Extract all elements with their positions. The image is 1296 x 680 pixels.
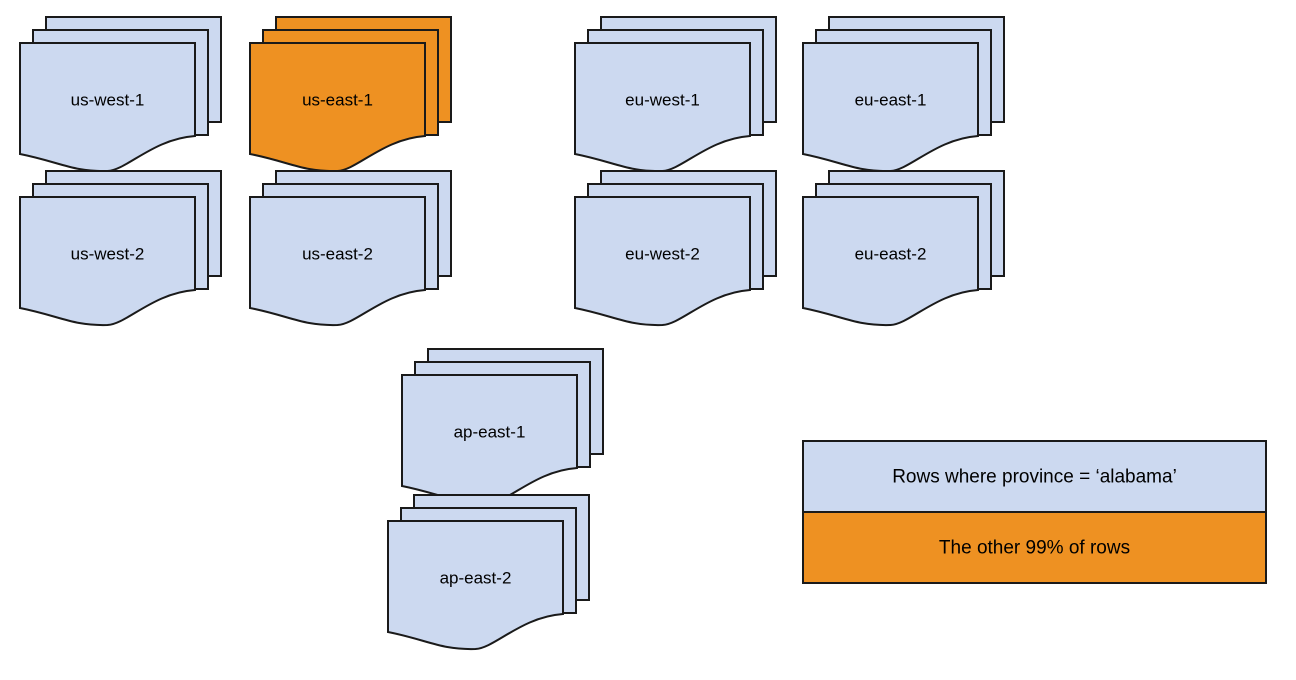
data-stack-eu-west-1[interactable]: eu-west-1 xyxy=(574,16,777,173)
stack-front-sheet-eu-east-2 xyxy=(802,196,979,327)
legend-swatch-legend-highlight xyxy=(802,511,1267,584)
stack-label-eu-east-2: eu-east-2 xyxy=(855,244,927,263)
stack-label-eu-west-2: eu-west-2 xyxy=(625,244,700,263)
data-stack-eu-west-2[interactable]: eu-west-2 xyxy=(574,170,777,327)
stack-label-eu-east-1: eu-east-1 xyxy=(855,90,927,109)
legend-label-legend-normal: Rows where province = ‘alabama’ xyxy=(892,467,1177,488)
stack-front-sheet-ap-east-2 xyxy=(387,520,564,651)
data-stack-us-west-1[interactable]: us-west-1 xyxy=(19,16,222,173)
legend-label-legend-highlight: The other 99% of rows xyxy=(939,538,1130,559)
data-stack-us-east-1[interactable]: us-east-1 xyxy=(249,16,452,173)
stack-label-ap-east-2: ap-east-2 xyxy=(440,568,512,587)
data-stack-ap-east-1[interactable]: ap-east-1 xyxy=(401,348,604,505)
stack-label-us-east-1: us-east-1 xyxy=(302,90,373,109)
legend-swatch-legend-normal xyxy=(802,440,1267,513)
data-stack-ap-east-2[interactable]: ap-east-2 xyxy=(387,494,590,651)
stack-label-us-west-2: us-west-2 xyxy=(71,244,145,263)
legend-row-legend-normal: Rows where province = ‘alabama’ xyxy=(802,440,1267,513)
stack-front-sheet-eu-west-2 xyxy=(574,196,751,327)
stack-label-us-west-1: us-west-1 xyxy=(71,90,145,109)
legend-layer: Rows where province = ‘alabama’ The other… xyxy=(802,440,1267,584)
stack-front-sheet-us-east-2 xyxy=(249,196,426,327)
data-stack-us-west-2[interactable]: us-west-2 xyxy=(19,170,222,327)
stacks-layer: us-west-1 us-east-1 eu-west-1 eu-east-1 us-w… xyxy=(19,16,1005,651)
stack-label-ap-east-1: ap-east-1 xyxy=(454,422,526,441)
stack-label-us-east-2: us-east-2 xyxy=(302,244,373,263)
data-stack-eu-east-2[interactable]: eu-east-2 xyxy=(802,170,1005,327)
data-stack-us-east-2[interactable]: us-east-2 xyxy=(249,170,452,327)
stack-label-eu-west-1: eu-west-1 xyxy=(625,90,700,109)
data-stack-eu-east-1[interactable]: eu-east-1 xyxy=(802,16,1005,173)
stack-front-sheet-us-west-2 xyxy=(19,196,196,327)
legend-row-legend-highlight: The other 99% of rows xyxy=(802,511,1267,584)
